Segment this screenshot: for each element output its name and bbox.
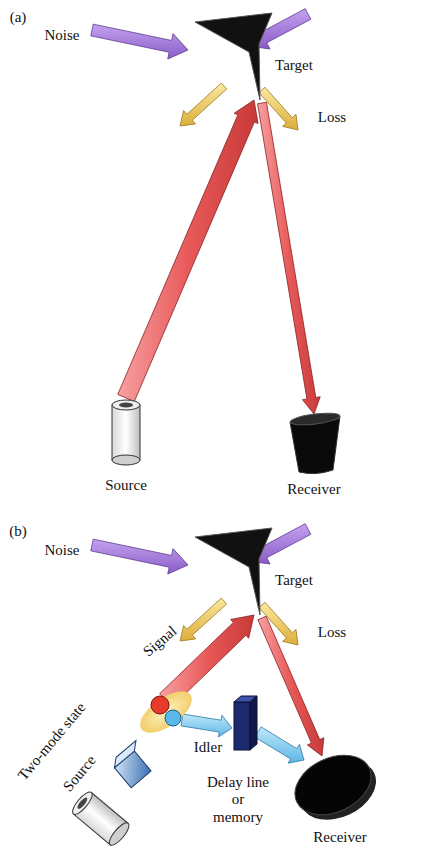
source-cylinder (70, 789, 132, 848)
source-cylinder (112, 400, 140, 465)
panel-label: (a) (10, 9, 27, 26)
delay-line-label: Delay line or memory (206, 774, 270, 826)
idler-arrow (255, 727, 304, 763)
noise-label: Noise (45, 542, 80, 559)
loss-label: Loss (318, 109, 346, 126)
signal-beam (118, 100, 258, 402)
receiver-label: Receiver (287, 481, 340, 498)
loss-label: Loss (318, 624, 346, 641)
two-mode-state (133, 683, 198, 740)
source-label: Source (60, 753, 100, 796)
idler-arrow (181, 714, 232, 737)
target-label: Target (275, 572, 313, 589)
crystal (110, 741, 157, 788)
noise-label: Noise (45, 27, 80, 44)
idler-label: Idler (194, 739, 222, 756)
loss-arrow (180, 598, 227, 641)
delay-line (234, 696, 257, 750)
loss-arrow (180, 83, 227, 126)
noise-arrow (91, 24, 188, 59)
receiver-label: Receiver (313, 829, 366, 846)
receiver-disc (285, 744, 385, 832)
signal-label: Signal (140, 623, 180, 661)
return-beam (258, 102, 321, 414)
target-shape (195, 528, 272, 615)
target-label: Target (275, 57, 313, 74)
source-label: Source (105, 477, 147, 494)
noise-arrow (91, 539, 188, 574)
target-shape (195, 13, 272, 100)
receiver-cup (290, 411, 341, 474)
panel-label: (b) (9, 523, 27, 540)
